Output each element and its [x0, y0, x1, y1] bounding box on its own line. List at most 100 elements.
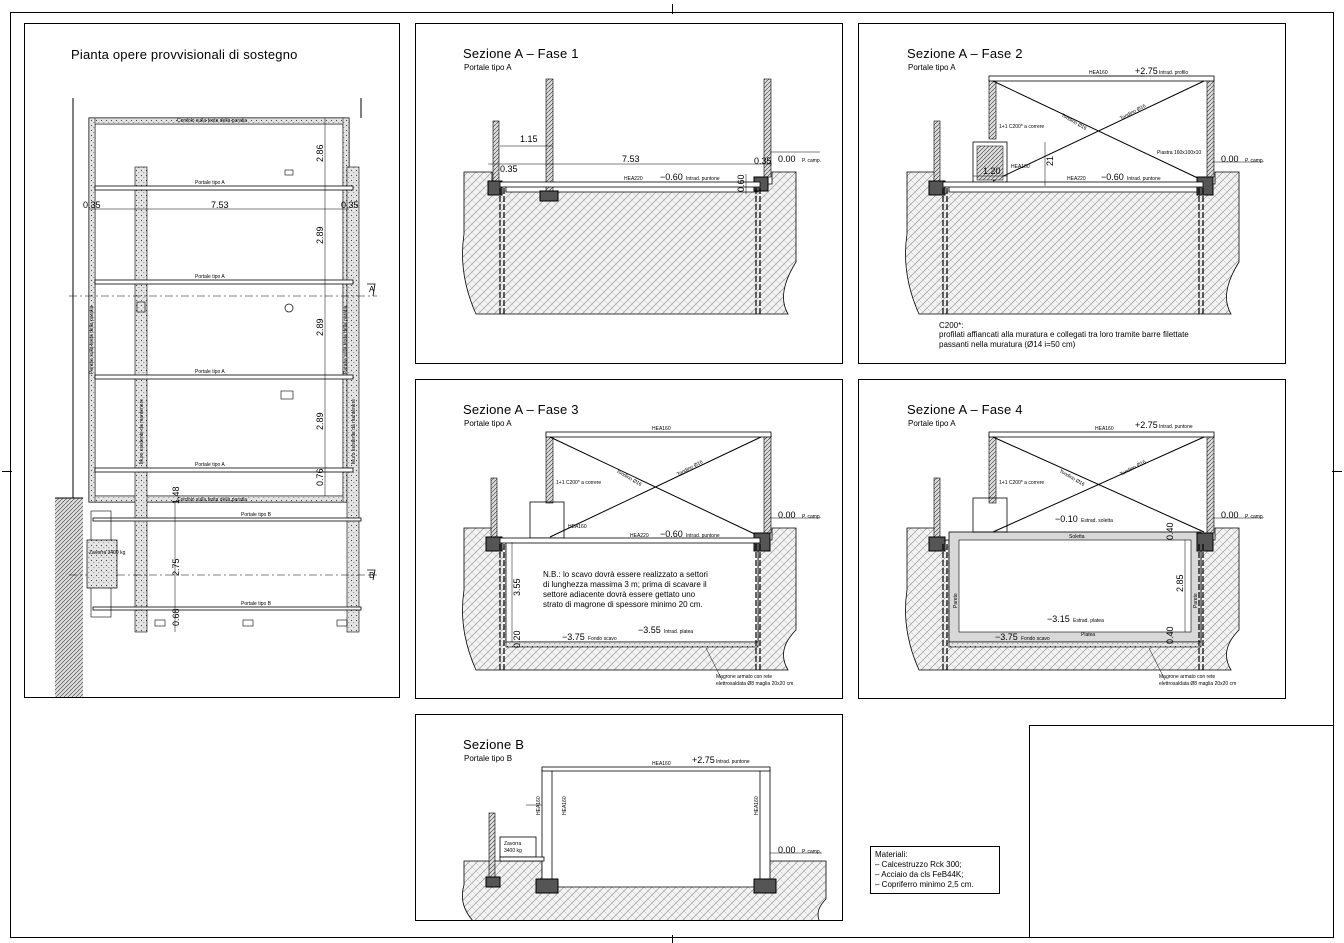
plan-portale-a-3: Portale tipo A: [195, 369, 225, 375]
plan-paratia-left-label: Paratia sulla testa della paratia: [89, 305, 95, 374]
fase1-dim-060: 0.60: [736, 174, 746, 192]
plan-dim-076: 0.76: [315, 468, 325, 486]
fase1-dim-115: 1.15: [520, 134, 538, 144]
fase2-note-line2: passanti nella muratura (Ø14 i=50 cm): [939, 340, 1076, 349]
fase4-c200: 1+1 C200* a correre: [999, 480, 1044, 486]
fase4-parete-right: Parete: [1193, 593, 1199, 608]
fase3-level-campo-label: P. camp.: [802, 514, 821, 520]
plan-portali-a: [94, 185, 354, 473]
plan-zavorra-label: Zavorra 3400 kg: [89, 550, 126, 556]
fase4-hea160: HEA160: [1095, 426, 1114, 432]
plan-dim-035-right: 0.35: [341, 200, 359, 210]
plan-panel: Pianta opere provvisionali di sostegno: [24, 23, 400, 698]
sezb-drawing: HEA160 +2.75 Intrad. puntone HEA160 HEA1…: [461, 755, 827, 920]
fase3-hea160b: HEA160: [568, 524, 587, 530]
fase3-magrone: [505, 641, 759, 648]
sezb-title: Sezione B: [463, 737, 525, 752]
fase4-dim-285: 2.85: [1175, 574, 1185, 592]
center-tick-bottom: [672, 935, 673, 943]
fase4-tondino-2: Tondino Ø16: [1119, 459, 1147, 478]
fase4-level-campo-label: P. camp.: [1245, 514, 1264, 520]
fase2-strut: [942, 181, 1204, 188]
fase3-title: Sezione A – Fase 3: [463, 402, 579, 417]
fase4-level-platea: −3.15: [1047, 614, 1070, 624]
fase3-c200: 1+1 C200* a correre: [556, 480, 601, 486]
fase2-level-top: +2.75: [1135, 66, 1158, 76]
fase3-nb-line4: strato di magrone di spessore minimo 20 …: [543, 600, 703, 609]
materiali-item-2: – Acciaio da cls FeB44K;: [875, 870, 964, 879]
fase4-level-scavo: −3.75: [995, 632, 1018, 642]
fase1-panel: Sezione A – Fase 1 Portale tipo A 1.15 7…: [415, 23, 843, 364]
sezb-soil: [461, 860, 827, 920]
fase4-platea: Platea: [1081, 632, 1095, 638]
fase4-magrone-2: elettrosaldata Ø8 maglia 20x20 cm: [1159, 681, 1236, 687]
fase3-hea160: HEA160: [652, 426, 671, 432]
fase1-dim-035-right: 0.35: [754, 156, 772, 166]
fase3-tondino-2: Tondino Ø16: [676, 459, 704, 478]
sezb-column-right: [759, 768, 771, 882]
plan-cut-b: B: [369, 571, 374, 580]
materiali-item-1: – Calcestruzzo Rck 300;: [875, 860, 962, 869]
fase3-subtitle: Portale tipo A: [464, 419, 512, 428]
fase4-tondino-1: Tondino Ø16: [1058, 469, 1086, 488]
plan-dim-289-b: 2.89: [315, 318, 325, 336]
plan-dim-289-c: 2.89: [315, 412, 325, 430]
sezb-zavorra: [499, 836, 537, 858]
plan-muro-left-label: Muro esistente da mantenere: [139, 399, 145, 464]
fase4-level-top-label: Intrad. puntone: [1159, 424, 1193, 430]
fase3-level-puntone-label: Intrad. puntone: [686, 533, 720, 539]
fase4-level-platea-label: Estrad. platea: [1073, 618, 1104, 624]
plan-paratia-right-label: Paratia sulla testa della paratia: [343, 305, 349, 374]
plan-cordolo-top-label: Cordolo sulla testa della paratia: [177, 118, 247, 124]
fase4-parete-left: Parete: [953, 593, 959, 608]
fase2-drawing: HEA160 +2.75 Intrad. profilo Tondino Ø16…: [905, 66, 1264, 315]
plan-portale-a-4: Portale tipo A: [195, 462, 225, 468]
plan-title: Pianta opere provvisionali di sostegno: [71, 47, 298, 62]
sezb-hea160-right: HEA160: [754, 796, 760, 815]
plan-zavorra: [86, 539, 118, 589]
fase4-dim-040-a: 0.40: [1165, 522, 1175, 540]
fase3-level-campo: 0.00: [778, 510, 796, 520]
center-tick-top: [672, 4, 673, 14]
sezb-hea160-left-1: HEA160: [536, 796, 542, 815]
fase2-level-campo-label: P. camp.: [1245, 158, 1264, 164]
fase2-c200: 1+1 C200* a correre: [999, 124, 1044, 130]
fase2-panel: Sezione A – Fase 2 Portale tipo A HEA160…: [858, 23, 1286, 364]
fase3-level-scavo: −3.75: [562, 632, 585, 642]
plan-portale-b-2: Portale tipo B: [241, 601, 272, 607]
plan-drawing: Cordolo sulla testa della paratia Cordol…: [55, 98, 377, 697]
fase4-drawing: HEA160 +2.75 Intrad. puntone Tondino Ø16…: [905, 420, 1264, 687]
fase3-nb-line3: settore adiacente dovrà essere gettato u…: [543, 590, 696, 599]
plan-dim-275: 2.75: [171, 558, 181, 576]
sezb-top-beam: [541, 766, 771, 772]
fase3-level-puntone: −0.60: [660, 529, 683, 539]
fase4-magrone-1: Magrone armato con rete: [1159, 674, 1215, 680]
fase3-nb-line1: N.B.: lo scavo dovrà essere realizzato a…: [543, 570, 708, 579]
sezb-zavorra-1: Zavorra: [504, 841, 521, 847]
fase3-magrone-1: Magrone armato con rete: [716, 674, 772, 680]
plan-cut-a: A: [369, 285, 375, 294]
fase1-level-campo: 0.00: [778, 154, 796, 164]
fase3-magrone-2: elettrosaldata Ø8 maglia 20x20 cm: [716, 681, 793, 687]
fase3-nb-line2: di lunghezza massima 3 m; prima di scava…: [543, 580, 707, 589]
fase2-hea160: HEA160: [1089, 70, 1108, 76]
fase2-dim-120: 1.20: [983, 166, 1001, 176]
fase3-tondino-1: Tondino Ø16: [615, 469, 643, 488]
fase1-level-puntone-label: Intrad. puntone: [686, 176, 720, 182]
fase1-drawing: 1.15 7.53 0.35 0.35 0.60 0.00 P. camp. −…: [462, 78, 821, 315]
fase1-strut: [499, 181, 761, 188]
plan-dim-753: 7.53: [211, 200, 229, 210]
materiali-box: Materiali: – Calcestruzzo Rck 300; – Acc…: [870, 846, 1000, 894]
fase3-dim-355: 3.55: [512, 578, 522, 596]
sezb-level-top: +2.75: [692, 755, 715, 765]
plan-portale-a-2: Portale tipo A: [195, 274, 225, 280]
fase3-drawing: HEA160 Tondino Ø16 Tondino Ø16 1+1 C200*…: [462, 426, 821, 687]
fase1-hea: HEA220: [624, 176, 643, 182]
fase4-panel: Sezione A – Fase 4 Portale tipo A HEA160…: [858, 379, 1286, 699]
fase4-title: Sezione A – Fase 4: [907, 402, 1023, 417]
materiali-item-3: – Copriferro minimo 2,5 cm.: [875, 880, 974, 889]
fase3-hea220: HEA220: [630, 533, 649, 539]
fase1-level-puntone: −0.60: [660, 172, 683, 182]
plan-dim-286: 2.86: [315, 144, 325, 162]
plan-dim-289-a: 2.89: [315, 226, 325, 244]
